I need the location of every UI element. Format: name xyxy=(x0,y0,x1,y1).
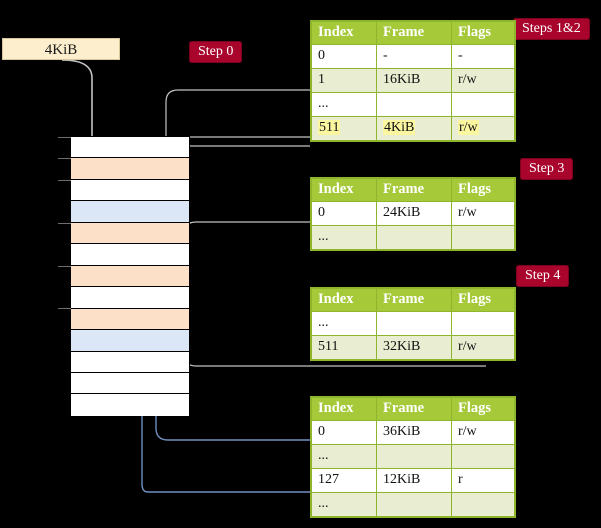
step-label-step-3: Step 3 xyxy=(520,158,574,180)
table-row[interactable]: 0 - - xyxy=(311,44,515,69)
highlight-flags: r/w xyxy=(458,120,479,135)
cell-flags xyxy=(451,225,515,250)
page-table-level-2: Index Frame Flags ... 511 32KiB r/w xyxy=(311,288,515,360)
highlight-index: 511 xyxy=(318,120,341,135)
page-table-level-3: Index Frame Flags 0 36KiB r/w ... 127 12… xyxy=(311,397,515,517)
cell-index: 511 xyxy=(311,335,377,360)
cell-flags: r/w xyxy=(451,68,515,93)
cell-flags: r/w xyxy=(451,201,515,226)
wire-hook-row1-to-row2 xyxy=(168,145,310,157)
cell-frame xyxy=(376,92,452,117)
cell-index: ... xyxy=(311,444,377,469)
table-row[interactable]: ... xyxy=(311,225,515,250)
table-row-highlighted[interactable]: 511 4KiB r/w xyxy=(311,116,515,141)
physical-memory-column xyxy=(70,136,190,416)
table-header-row: Index Frame Flags xyxy=(311,397,515,421)
memory-tick xyxy=(58,137,71,138)
memory-row xyxy=(71,265,189,288)
table-row[interactable]: ... xyxy=(311,311,515,336)
cell-frame xyxy=(376,492,452,517)
cell-index: ... xyxy=(311,311,377,336)
memory-tick xyxy=(58,158,71,159)
memory-tick xyxy=(58,223,71,224)
memory-tick xyxy=(58,266,71,267)
column-header-flags: Flags xyxy=(451,178,515,202)
cell-flags xyxy=(451,444,515,469)
column-header-frame: Frame xyxy=(376,178,452,202)
column-header-flags: Flags xyxy=(451,397,515,421)
step-label-step-0: Step 0 xyxy=(189,41,243,63)
memory-row xyxy=(71,201,189,223)
cell-flags: r xyxy=(451,468,515,493)
column-header-flags: Flags xyxy=(451,288,515,312)
column-header-frame: Frame xyxy=(376,21,452,45)
cell-flags: r/w xyxy=(451,116,515,141)
cell-frame: 36KiB xyxy=(376,420,452,445)
cell-frame: 16KiB xyxy=(376,68,452,93)
wire-step0-va-to-memory xyxy=(61,59,98,151)
table-header-row: Index Frame Flags xyxy=(311,21,515,45)
cell-frame: 24KiB xyxy=(376,201,452,226)
virtual-address-box: 4KiB xyxy=(2,38,120,60)
cell-frame xyxy=(376,444,452,469)
table-row[interactable]: 127 12KiB r xyxy=(311,468,515,493)
cell-index: 127 xyxy=(311,468,377,493)
cell-index: 0 xyxy=(311,420,377,445)
cell-index: 1 xyxy=(311,68,377,93)
table-row[interactable]: 0 24KiB r/w xyxy=(311,201,515,226)
table-row[interactable]: ... xyxy=(311,444,515,469)
memory-row xyxy=(71,330,189,352)
cell-frame: 12KiB xyxy=(376,468,452,493)
cell-flags xyxy=(451,92,515,117)
table-row[interactable]: ... xyxy=(311,492,515,517)
cell-index: 0 xyxy=(311,44,377,69)
cell-flags xyxy=(451,311,515,336)
cell-index: ... xyxy=(311,225,377,250)
memory-row xyxy=(71,351,189,373)
table-row[interactable]: 0 36KiB r/w xyxy=(311,420,515,445)
column-header-flags: Flags xyxy=(451,21,515,45)
cell-index: ... xyxy=(311,92,377,117)
column-header-index: Index xyxy=(311,21,377,45)
memory-row xyxy=(71,244,189,266)
memory-row xyxy=(71,308,189,331)
memory-row xyxy=(71,179,189,202)
cell-frame: - xyxy=(376,44,452,69)
cell-flags xyxy=(451,492,515,517)
memory-row xyxy=(71,222,189,245)
table-row[interactable]: 511 32KiB r/w xyxy=(311,335,515,360)
highlight-frame: 4KiB xyxy=(383,120,416,135)
column-header-frame: Frame xyxy=(376,288,452,312)
table-row[interactable]: 1 16KiB r/w xyxy=(311,68,515,93)
step-label-steps-1-2: Steps 1&2 xyxy=(513,18,590,40)
memory-row xyxy=(71,372,189,395)
table-header-row: Index Frame Flags xyxy=(311,178,515,202)
cell-frame xyxy=(376,225,452,250)
page-table-level-1: Index Frame Flags 0 24KiB r/w ... xyxy=(311,178,515,250)
column-header-index: Index xyxy=(311,288,377,312)
memory-row xyxy=(71,137,189,159)
column-header-index: Index xyxy=(311,397,377,421)
memory-tick xyxy=(58,308,71,309)
column-header-index: Index xyxy=(311,178,377,202)
cell-frame: 4KiB xyxy=(376,116,452,141)
memory-row xyxy=(71,287,189,309)
step-label-step-4: Step 4 xyxy=(516,265,570,287)
memory-row xyxy=(71,394,189,416)
table-header-row: Index Frame Flags xyxy=(311,288,515,312)
cell-index: 0 xyxy=(311,201,377,226)
cell-index: 511 xyxy=(311,116,377,141)
cell-flags: - xyxy=(451,44,515,69)
memory-row xyxy=(71,158,189,180)
page-table-level-0: Index Frame Flags 0 - - 1 16KiB r/w ... xyxy=(311,21,515,141)
cell-index: ... xyxy=(311,492,377,517)
table-row[interactable]: ... xyxy=(311,92,515,117)
cell-frame xyxy=(376,311,452,336)
cell-flags: r/w xyxy=(451,335,515,360)
cell-flags: r/w xyxy=(451,420,515,445)
column-header-frame: Frame xyxy=(376,397,452,421)
memory-tick xyxy=(58,180,71,181)
cell-frame: 32KiB xyxy=(376,335,452,360)
